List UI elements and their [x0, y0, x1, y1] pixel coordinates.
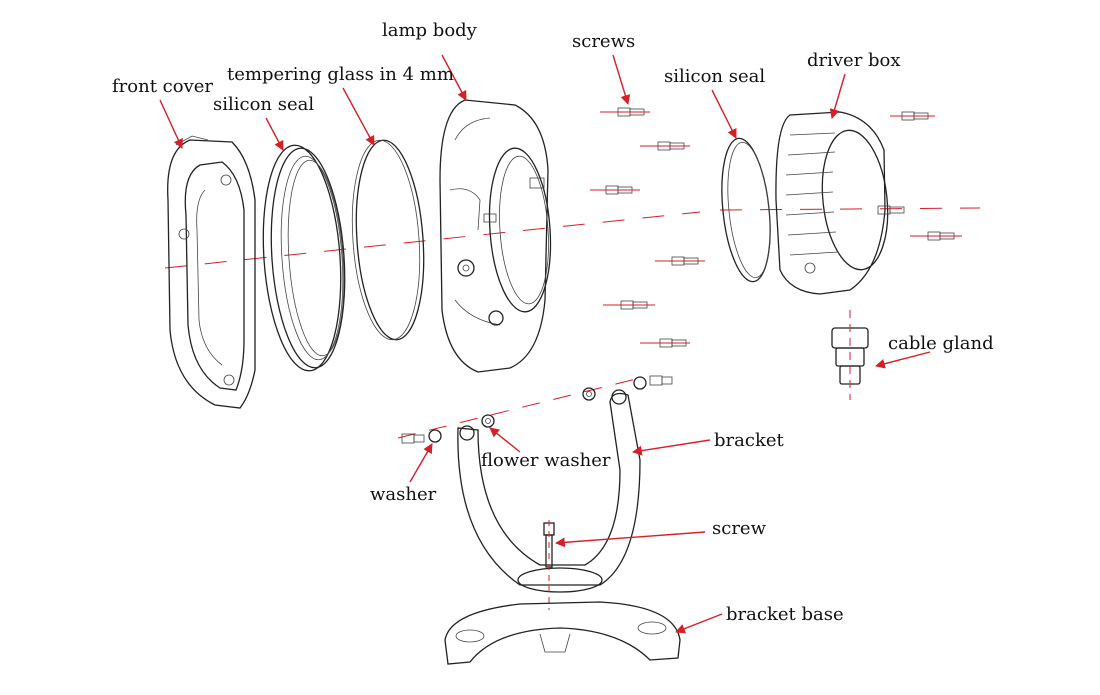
label-driver-box: driver box	[807, 50, 901, 71]
label-screw: screw	[712, 518, 766, 539]
label-front-cover: front cover	[112, 76, 213, 97]
label-screws: screws	[572, 31, 636, 52]
callout-silicon-seal-driver	[711, 89, 737, 139]
cable-gland	[831, 310, 869, 400]
driver-box	[775, 111, 962, 295]
assembly-axis	[164, 211, 701, 269]
lamp-body	[439, 99, 552, 373]
front-silicon-seal	[262, 144, 346, 372]
label-lamp-body: lamp body	[382, 20, 477, 41]
label-cable-gland: cable gland	[888, 333, 994, 354]
label-silicon-seal-front: silicon seal	[213, 94, 315, 115]
tempering-glass	[351, 139, 425, 341]
bracket-fasteners	[401, 375, 673, 444]
callouts	[159, 54, 931, 634]
callout-cable-gland	[875, 351, 931, 369]
bracket-axis	[397, 377, 641, 439]
label-silicon-seal-driver: silicon seal	[664, 66, 766, 87]
label-bracket: bracket	[714, 430, 784, 451]
callout-silicon-seal-front	[265, 117, 284, 151]
label-flower-washer: flower washer	[481, 450, 611, 471]
label-bracket-base: bracket base	[726, 604, 844, 625]
bracket-base	[444, 601, 681, 665]
screws-group	[590, 107, 705, 348]
callout-washer	[409, 443, 433, 483]
callout-bracket-base	[675, 613, 723, 634]
callout-screws	[612, 54, 631, 105]
callout-screw	[555, 531, 706, 548]
label-tempering-glass: tempering glass in 4 mm	[227, 64, 454, 85]
vertical-screw	[543, 520, 555, 610]
driver-axis	[719, 207, 981, 211]
bracket	[457, 389, 641, 593]
label-washer: washer	[370, 484, 437, 505]
callout-driver-box	[829, 73, 846, 119]
callout-bracket	[632, 439, 711, 456]
callout-flower-washer	[489, 427, 521, 453]
front-cover	[167, 135, 256, 409]
driver-silicon-seal	[721, 137, 771, 283]
callout-lamp-body	[441, 54, 467, 101]
callout-front-cover	[159, 99, 183, 149]
callout-tempering-glass	[342, 87, 375, 146]
